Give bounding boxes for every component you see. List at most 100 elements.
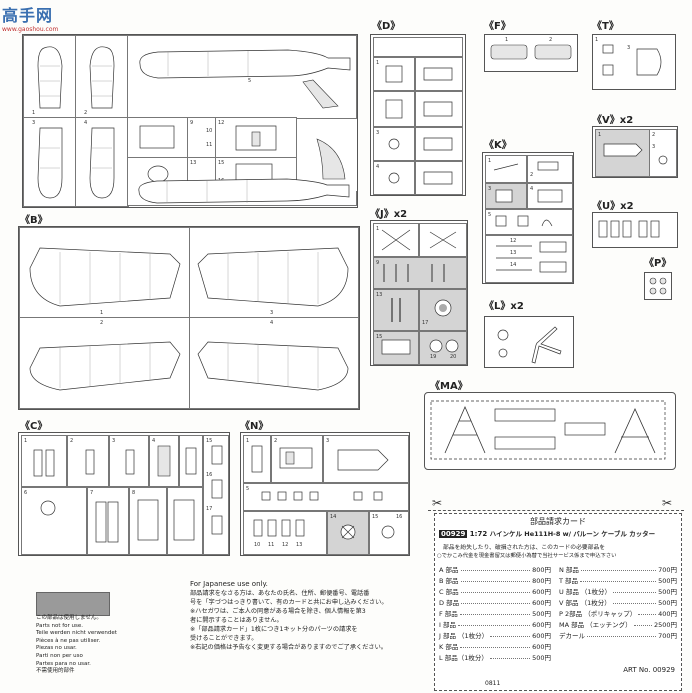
card-code: 00929 <box>439 530 468 538</box>
sprue-a-part-1: 1 <box>23 35 77 119</box>
sprue-b-part-2: 2 <box>19 317 191 409</box>
price-leader <box>461 597 531 604</box>
part-number: 7 <box>90 490 94 496</box>
legend-de: Teile werden nicht verwendet <box>36 630 117 637</box>
part-number: 15 <box>218 160 225 166</box>
price-value: 500円 <box>658 577 677 585</box>
price-leader <box>460 564 531 571</box>
price-value: 500円 <box>658 599 677 607</box>
part-number: 13 <box>376 292 383 298</box>
price-part: P 2部品 （ポリキャップ） <box>559 610 637 618</box>
part-number: 2 <box>100 320 104 326</box>
sprue-c-part-7: 7 <box>87 487 129 555</box>
part-number: 3 <box>32 120 36 126</box>
sprue-d-part-8 <box>415 161 463 195</box>
notes-line: ※「部品請求カード」1枚につき1キット分のパーツの請求を <box>190 626 358 633</box>
sprue-c-part-6: 6 <box>21 487 87 555</box>
sprue-d-part-4: 4 <box>373 161 415 195</box>
price-row: V 部品 （1枚分） 500円 <box>559 597 677 607</box>
sprue-k-part-1: 1 <box>485 155 527 183</box>
sprue-d-part-1: 1 <box>373 57 415 91</box>
sprue-j-part-15: 15 <box>373 331 419 365</box>
sprue-c-part-1: 1 <box>21 435 67 487</box>
part-number: 2 <box>549 37 553 43</box>
notes-line: 号を「字づつはっきり書いて、有のカードと共にお申し込みください。 <box>190 599 388 606</box>
price-row: MA 部品 （エッチング）2500円 <box>559 619 677 629</box>
card-scale: 1:72 <box>469 530 488 538</box>
sprue-f-frame: 1 2 <box>484 34 578 72</box>
parts-request-card: 部品請求カード 00929 1:72 ハインケル He111H-8 w/ バルー… <box>434 513 682 691</box>
price-value: 800円 <box>532 577 551 585</box>
sprue-b-part-1: 1 <box>19 227 191 319</box>
part-number: 1 <box>598 132 602 138</box>
notes-line: 部品請求をなさる方は、あなたの氏名、住所、郵便番号、電話番 <box>190 590 370 597</box>
part-number: 3 <box>627 45 631 51</box>
price-part: L 部品（1枚分） <box>439 654 488 662</box>
sprue-label-v: 《V》x2 <box>592 115 634 126</box>
sprue-label-p: 《P》 <box>644 258 672 269</box>
sprue-label-c: 《C》 <box>20 421 48 432</box>
part-number: 1 <box>376 226 380 232</box>
price-part: D 部品 <box>439 599 460 607</box>
notes-heading: For Japanese use only. <box>190 580 268 588</box>
price-value: 2500円 <box>653 621 677 629</box>
part-number: 1 <box>100 310 104 316</box>
notes-line: ※ハセガワは、ご本人の同意がある場合を除き、個人情報を第3 <box>190 608 366 615</box>
price-part: V 部品 （1枚分） <box>559 599 611 607</box>
price-leader <box>587 630 657 637</box>
sprue-n-part-3: 3 <box>323 435 409 483</box>
part-number: 1 <box>595 37 599 43</box>
part-number: 3 <box>112 438 116 444</box>
price-part: デカール <box>559 632 585 640</box>
price-value: 600円 <box>532 621 551 629</box>
scissors-icon: ✂ <box>432 496 443 510</box>
sprue-c-frame: 1 2 3 4 15 16 17 6 7 8 <box>18 432 230 556</box>
part-number: 1 <box>32 110 36 116</box>
price-leader <box>613 586 657 593</box>
price-leader <box>638 608 657 615</box>
part-number: 4 <box>84 120 88 126</box>
sprue-c-part-4: 4 <box>149 435 179 487</box>
sprue-n-part-1: 1 <box>243 435 271 483</box>
sprue-l-frame <box>484 316 574 368</box>
part-number: 8 <box>132 490 136 496</box>
part-number: 1 <box>488 158 492 164</box>
price-leader <box>460 575 531 582</box>
part-number: 17 <box>206 506 213 512</box>
price-value: 500円 <box>532 610 551 618</box>
sprue-a-part-3: 3 <box>23 117 77 207</box>
sprue-b-part-4: 4 <box>189 317 359 409</box>
sprue-d-top-bar <box>373 37 463 57</box>
price-part: F 部品 <box>439 610 458 618</box>
card-cut-line <box>428 510 684 511</box>
price-leader <box>460 586 531 593</box>
part-number: 11 <box>206 142 213 148</box>
sprue-n-part-2: 2 <box>271 435 323 483</box>
scissors-icon: ✂ <box>662 496 673 510</box>
sprue-label-u: 《U》x2 <box>592 201 634 212</box>
price-leader <box>633 619 652 626</box>
price-part: K 部品 <box>439 643 459 651</box>
sprue-c-part-15: 15 16 17 <box>203 435 229 555</box>
sprue-label-d: 《D》 <box>372 21 401 32</box>
sprue-a-part-4: 4 <box>75 117 129 207</box>
price-part: U 部品 （1枚分） <box>559 588 612 596</box>
sprue-d-part-6 <box>415 91 463 127</box>
part-number: 20 <box>450 354 457 360</box>
part-number: 2 <box>652 132 656 138</box>
part-number: 3 <box>270 310 274 316</box>
price-part: I 部品 <box>439 621 456 629</box>
part-number: 1 <box>24 438 28 444</box>
price-row: L 部品（1枚分）500円 <box>439 652 551 662</box>
sprue-b-part-3: 3 <box>189 227 359 319</box>
sprue-d-part-2 <box>373 91 415 127</box>
sprue-n-parts-row: 10 11 12 13 <box>243 511 327 555</box>
card-kit-name: ハインケル He111H-8 w/ バルーン ケーブル カッター <box>489 530 656 538</box>
part-number: 9 <box>190 120 194 126</box>
